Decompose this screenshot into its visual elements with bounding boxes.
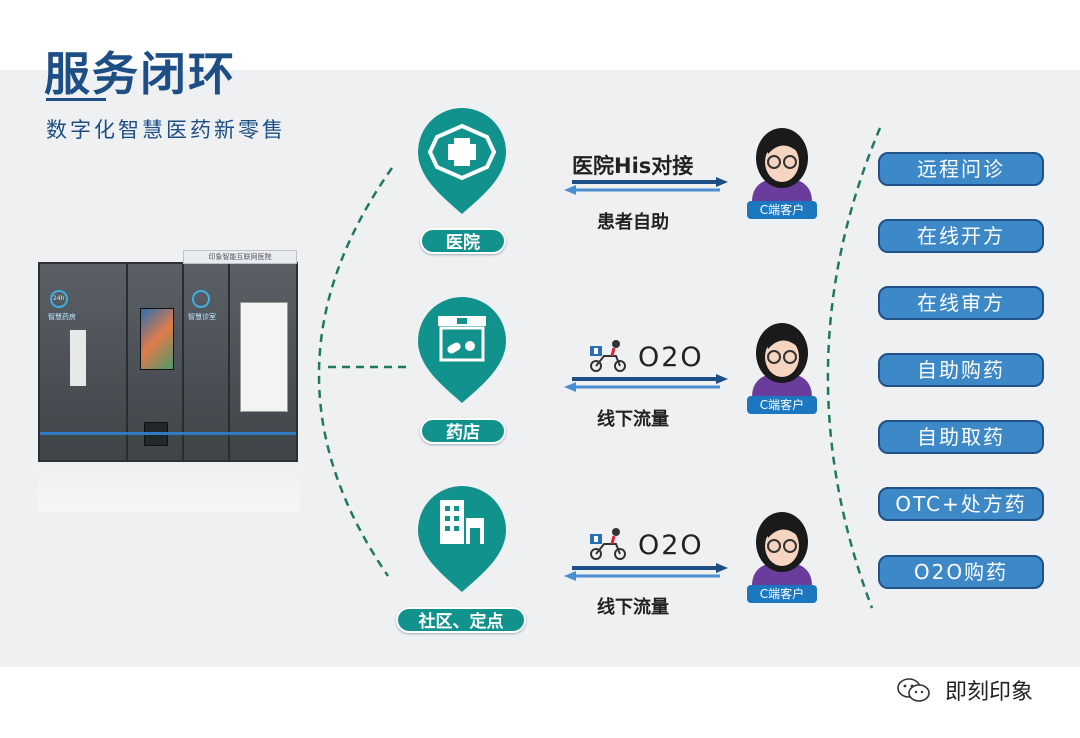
flow-2-bottom-text: 线下流量 bbox=[597, 409, 669, 430]
hospital-pin bbox=[418, 108, 506, 214]
kiosk-section bbox=[184, 264, 230, 460]
flow-arrows-1 bbox=[564, 177, 728, 195]
building-icon bbox=[440, 500, 484, 544]
watermark: 即刻印象 bbox=[896, 674, 1033, 706]
delivery-scooter-icon bbox=[590, 528, 626, 560]
node-label-hospital: 医院 bbox=[420, 228, 506, 254]
flow-3-top-text: O2O bbox=[638, 530, 704, 561]
kiosk-side-panel bbox=[70, 330, 86, 386]
customer-avatar-icon bbox=[752, 512, 812, 586]
customer-badge: C端客户 bbox=[747, 396, 817, 414]
pharmacy-store-icon bbox=[438, 316, 486, 362]
kiosk-reflection bbox=[38, 462, 300, 512]
customer-avatar-icon bbox=[752, 128, 812, 202]
service-online-prescribe: 在线开方 bbox=[878, 219, 1044, 253]
service-self-pickup: 自助取药 bbox=[878, 420, 1044, 454]
customer-badge: C端客户 bbox=[747, 201, 817, 219]
smart-kiosk-image: 印象智能互联网医院 24h 智慧药房 智慧诊室 bbox=[38, 250, 298, 462]
kiosk-section bbox=[40, 264, 128, 460]
kiosk-clinic-badge-icon bbox=[192, 290, 210, 308]
kiosk-roof-sign: 印象智能互联网医院 bbox=[183, 250, 297, 264]
pharmacy-pin bbox=[418, 297, 506, 403]
kiosk-section bbox=[128, 264, 184, 460]
kiosk-touch-screen bbox=[140, 308, 174, 370]
hospital-cross-icon bbox=[427, 123, 497, 181]
flow-2-top-text: O2O bbox=[638, 342, 704, 373]
kiosk-right-label: 智慧诊室 bbox=[188, 313, 216, 321]
watermark-text: 即刻印象 bbox=[945, 680, 1034, 705]
kiosk-24h-badge-icon bbox=[50, 290, 68, 308]
kiosk-glass-window bbox=[240, 302, 288, 412]
flow-1-top-text: 医院His对接 bbox=[572, 154, 694, 178]
service-self-purchase: 自助购药 bbox=[878, 353, 1044, 387]
flow-3-bottom-text: 线下流量 bbox=[597, 597, 669, 618]
node-label-community: 社区、定点 bbox=[396, 607, 526, 633]
flow-arrows-3 bbox=[564, 563, 728, 581]
right-dashed-arc bbox=[826, 127, 882, 609]
left-dashed-arc bbox=[317, 167, 394, 577]
page-subtitle: 数字化智慧医药新零售 bbox=[46, 118, 286, 142]
kiosk-stripe bbox=[40, 432, 296, 435]
wechat-icon bbox=[897, 678, 930, 702]
page-title: 服务闭环 bbox=[44, 47, 236, 101]
service-remote-consult: 远程问诊 bbox=[878, 152, 1044, 186]
title-underline bbox=[46, 98, 106, 101]
customer-badge: C端客户 bbox=[747, 585, 817, 603]
service-online-review: 在线审方 bbox=[878, 286, 1044, 320]
customer-avatar-icon bbox=[752, 323, 812, 397]
community-pin bbox=[418, 486, 506, 592]
flow-arrows-2 bbox=[564, 374, 728, 392]
kiosk-left-label: 智慧药房 bbox=[48, 313, 76, 321]
kiosk-24h-text: 24h bbox=[53, 295, 65, 302]
node-label-pharmacy: 药店 bbox=[420, 418, 506, 444]
flow-1-bottom-text: 患者自助 bbox=[597, 212, 669, 233]
service-o2o-purchase: O2O购药 bbox=[878, 555, 1044, 589]
delivery-scooter-icon bbox=[590, 340, 626, 372]
service-otc-prescription: OTC+处方药 bbox=[878, 487, 1044, 521]
